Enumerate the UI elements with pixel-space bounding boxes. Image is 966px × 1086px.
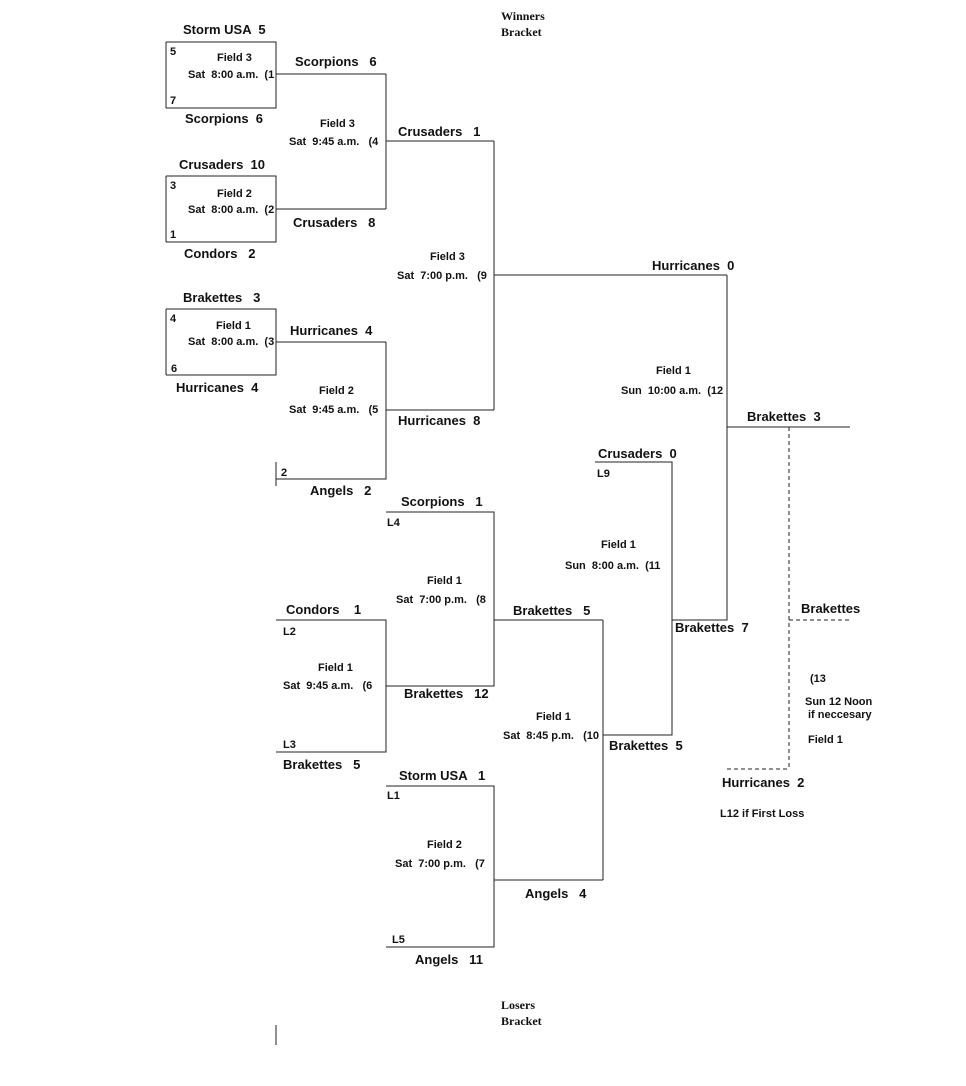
game-13-time: Sun 12 Noon [805, 696, 873, 708]
team-crusaders-1: Crusaders 1 [398, 124, 480, 139]
team-condors-1: Condors 1 [286, 602, 361, 617]
slot-l1: L1 [387, 790, 400, 802]
game-11-field: Field 1 [601, 539, 636, 551]
game-6-field: Field 1 [318, 662, 353, 674]
game-13-condition: if neccesary [808, 709, 872, 721]
team-hurricanes-8: Hurricanes 8 [398, 413, 480, 428]
team-brakettes-5-left: Brakettes 5 [283, 757, 360, 772]
game-12-bracket [672, 275, 728, 621]
game-7-bracket [386, 785, 495, 948]
losers-title: Losers [501, 998, 535, 1012]
slot-l4: L4 [387, 517, 401, 529]
seed-1: 1 [170, 229, 176, 241]
game-13-number: (13 [810, 673, 826, 685]
game-5-field: Field 2 [319, 385, 354, 397]
game-13-field: Field 1 [808, 734, 843, 746]
seed-3: 3 [170, 180, 176, 192]
team-scorpions-1: Scorpions 1 [401, 494, 483, 509]
game-9-time: Sat 7:00 p.m. (9 [397, 270, 487, 282]
team-hurricanes-4: Hurricanes 4 [176, 380, 259, 395]
team-angels-4: Angels 4 [525, 886, 587, 901]
team-angels-2: Angels 2 [310, 483, 371, 498]
team-scorpions-6: Scorpions 6 [185, 111, 263, 126]
game-12-time: Sun 10:00 a.m. (12 [621, 385, 723, 397]
losers-subtitle: Bracket [501, 1014, 542, 1028]
team-crusaders-0: Crusaders 0 [598, 446, 677, 461]
game-10-time: Sat 8:45 p.m. (10 [503, 730, 599, 742]
l12-note: L12 if First Loss [720, 808, 804, 820]
winners-subtitle: Bracket [501, 25, 542, 39]
team-hurricanes-4-adv: Hurricanes 4 [290, 323, 373, 338]
team-condors-2: Condors 2 [184, 246, 256, 261]
game-12-field: Field 1 [656, 365, 691, 377]
game-11-time: Sun 8:00 a.m. (11 [565, 560, 660, 572]
winners-title: Winners [501, 9, 545, 23]
team-brakettes-7: Brakettes 7 [675, 620, 749, 635]
team-storm-usa-5: Storm USA 5 [183, 22, 266, 37]
game-7-time: Sat 7:00 p.m. (7 [395, 858, 485, 870]
game-11-bracket [595, 461, 673, 736]
game-8-bracket [386, 511, 495, 687]
game-10-field: Field 1 [536, 711, 571, 723]
seed-2: 2 [281, 467, 287, 479]
game-4-time: Sat 9:45 a.m. (4 [289, 136, 379, 148]
team-brakettes-final-2: Brakettes [801, 601, 860, 616]
game-1-field: Field 3 [217, 52, 252, 64]
game-8-time: Sat 7:00 p.m. (8 [396, 594, 486, 606]
team-brakettes-12: Brakettes 12 [404, 686, 489, 701]
team-brakettes-5-mid: Brakettes 5 [513, 603, 590, 618]
team-angels-11: Angels 11 [415, 952, 483, 967]
game-7-field: Field 2 [427, 839, 462, 851]
game-5-time: Sat 9:45 a.m. (5 [289, 404, 378, 416]
team-storm-usa-1: Storm USA 1 [399, 768, 485, 783]
game-2-time: Sat 8:00 a.m. (2 [188, 204, 274, 216]
game-6-bracket [276, 619, 387, 753]
slot-l9: L9 [597, 468, 610, 480]
game-1-bracket [166, 41, 277, 109]
game-1-time: Sat 8:00 a.m. (1 [188, 69, 274, 81]
game-2-field: Field 2 [217, 188, 252, 200]
team-hurricanes-0: Hurricanes 0 [652, 258, 734, 273]
seed-6: 6 [171, 363, 177, 375]
slot-l5: L5 [392, 934, 405, 946]
team-scorpions-6-adv: Scorpions 6 [295, 54, 377, 69]
team-crusaders-10: Crusaders 10 [179, 157, 265, 172]
team-brakettes-5-right: Brakettes 5 [609, 738, 683, 753]
slot-l3: L3 [283, 739, 296, 751]
team-crusaders-8: Crusaders 8 [293, 215, 375, 230]
team-brakettes-3: Brakettes 3 [183, 290, 260, 305]
game-3-field: Field 1 [216, 320, 251, 332]
game-3-time: Sat 8:00 a.m. (3 [188, 336, 274, 348]
team-brakettes-3-final: Brakettes 3 [747, 409, 821, 424]
game-9-field: Field 3 [430, 251, 465, 263]
game-8-field: Field 1 [427, 575, 462, 587]
team-hurricanes-2: Hurricanes 2 [722, 775, 804, 790]
game-6-time: Sat 9:45 a.m. (6 [283, 680, 372, 692]
game-4-field: Field 3 [320, 118, 355, 130]
seed-5: 5 [170, 46, 176, 58]
seed-4: 4 [170, 313, 177, 325]
seed-7: 7 [170, 95, 176, 107]
game-5-bracket [276, 342, 387, 480]
slot-l2: L2 [283, 626, 296, 638]
